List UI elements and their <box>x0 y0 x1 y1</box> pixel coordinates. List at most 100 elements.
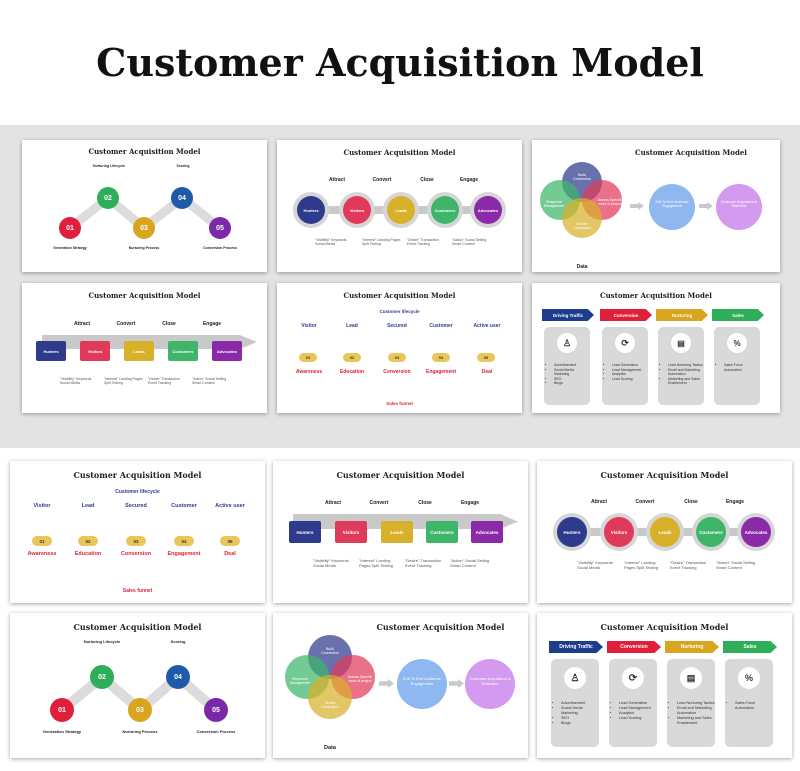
node-hunters[interactable]: Hunters <box>557 517 587 547</box>
lifecycle-circle-04[interactable]: 04 <box>171 187 193 209</box>
funnel-top: Active user <box>215 503 245 509</box>
funnel-bottom: Deal <box>481 369 493 375</box>
next-circle-engagement[interactable] <box>397 659 447 709</box>
node-leads[interactable]: Leads <box>387 196 415 224</box>
lifecycle-circle-04[interactable]: 04 <box>166 665 190 689</box>
slide-funnel-top[interactable]: Customer Acquisition Model Customer life… <box>277 283 522 413</box>
next-circle-engagement[interactable] <box>649 184 695 230</box>
slide-title: Customer Acquisition Model <box>600 291 712 300</box>
lifecycle-circle-02[interactable]: 02 <box>90 665 114 689</box>
chevron-nurturing[interactable]: Nurturing <box>665 641 719 653</box>
traffic-list: Sales Force Automation <box>716 363 760 372</box>
flow-note: "Desire" Transaction Event Tracking <box>407 238 439 247</box>
node-leads[interactable]: Leads <box>650 517 680 547</box>
step-number: 05 <box>216 224 224 232</box>
traffic-list: Lead Nurturing TacticsEmail and Marketin… <box>669 701 715 726</box>
next-circle-acquisition[interactable] <box>465 659 515 709</box>
slide-traffic-top[interactable]: Customer Acquisition Model Driving Traff… <box>532 283 780 413</box>
venn-label: Assess Specific need of project <box>347 675 373 683</box>
stage-label: Convert <box>116 321 136 327</box>
node-customers[interactable]: Customers <box>696 517 726 547</box>
arrow-icon <box>379 679 394 688</box>
funnel-num: 04 <box>174 536 194 546</box>
stage-label: Engage <box>725 499 745 505</box>
node-visitors[interactable]: Visitors <box>604 517 634 547</box>
flow-note: "Action" Social Selling Smart Content <box>450 558 490 568</box>
chevron-conversion[interactable]: Conversion <box>607 641 661 653</box>
flow-note: "Visibility" Keywords Social Media <box>313 558 349 568</box>
flow-note: "Action" Social Selling Smart Content <box>452 238 487 247</box>
num-label: 03 <box>133 538 139 544</box>
slide-circle-flow-bottom[interactable]: Customer Acquisition Model Attract Conve… <box>537 461 792 603</box>
funnel-top: Visitor <box>33 503 51 509</box>
chevron-sales[interactable]: Sales <box>723 641 777 653</box>
slide-circle-flow-top[interactable]: Customer Acquisition Model Attract Conve… <box>277 140 522 272</box>
stage-label: Engage <box>460 500 480 506</box>
funnel-num: 03 <box>388 353 406 362</box>
next-circle-acquisition[interactable] <box>716 184 762 230</box>
chevron-driving-traffic[interactable]: Driving Traffic <box>542 309 594 321</box>
node-label: Leads <box>395 207 407 213</box>
slide-lifecycle-top[interactable]: Customer Acquisition Model 01 02 03 04 0… <box>22 140 267 272</box>
venn-label: Build Connection <box>321 647 339 655</box>
lifecycle-label: Scoring <box>170 639 186 644</box>
node-label: Hunters <box>43 348 59 354</box>
traffic-list: AdvertisementSocial Media MarketingSEOBl… <box>553 701 599 726</box>
slide-funnel-bottom[interactable]: Customer Acquisition Model Customer life… <box>10 461 265 603</box>
venn-label: Response Management <box>289 677 311 685</box>
node-customers[interactable]: Customers <box>431 196 459 224</box>
node-visitors[interactable]: Visitors <box>343 196 371 224</box>
venn-label: Response Management <box>543 200 565 208</box>
lifecycle-circle-05[interactable]: 05 <box>204 698 228 722</box>
lifecycle-circle-01[interactable]: 01 <box>50 698 74 722</box>
box-customers[interactable]: Customers <box>426 521 458 543</box>
num-label: 02 <box>85 538 91 544</box>
num-label: 03 <box>394 355 400 360</box>
zigzag-connector <box>67 192 223 234</box>
box-visitors[interactable]: Visitors <box>335 521 367 543</box>
box-advocates[interactable]: Advocates <box>471 521 503 543</box>
flow-note: "Interest" Landing Pages Split Testing <box>359 558 393 568</box>
flow-note: "Action" Social Selling Smart Content <box>192 377 227 386</box>
node-label: Advocates <box>216 348 238 354</box>
funnel-top: Secured <box>387 323 407 329</box>
chevron-conversion[interactable]: Conversion <box>600 309 652 321</box>
funnel-heading: Customer lifecycle <box>379 309 420 314</box>
node-advocates[interactable]: Advocates <box>741 517 771 547</box>
lifecycle-circle-03[interactable]: 03 <box>133 217 155 239</box>
node-hunters[interactable]: Hunters <box>297 196 325 224</box>
stage-label: Engage <box>202 321 222 327</box>
funnel-num: 01 <box>299 353 317 362</box>
slide-box-flow-bottom[interactable]: Customer Acquisition Model Attract Conve… <box>273 461 528 603</box>
next-label: Exit To End Audience Engagement <box>403 676 441 686</box>
box-advocates[interactable]: Advocates <box>212 341 242 361</box>
lifecycle-circle-02[interactable]: 02 <box>97 187 119 209</box>
chevron-nurturing[interactable]: Nurturing <box>656 309 708 321</box>
lifecycle-circle-05[interactable]: 05 <box>209 217 231 239</box>
box-hunters[interactable]: Hunters <box>289 521 321 543</box>
chevron-sales[interactable]: Sales <box>712 309 764 321</box>
slide-venn-top[interactable]: Customer Acquisition Model Build Connect… <box>532 140 780 272</box>
lifecycle-label: Conversion Process <box>196 729 236 734</box>
chevron-driving-traffic[interactable]: Driving Traffic <box>549 641 603 653</box>
lifecycle-label: Nurturing Lifecycle <box>93 164 125 168</box>
node-advocates[interactable]: Advocates <box>474 196 502 224</box>
funnel-num: 01 <box>32 536 52 546</box>
slide-title: Customer Acquisition Model <box>600 470 729 480</box>
slide-box-flow-top[interactable]: Customer Acquisition Model Attract Conve… <box>22 283 267 413</box>
slide-traffic-bottom[interactable]: Customer Acquisition Model Driving Traff… <box>537 613 792 758</box>
list-item: Advertisement <box>561 701 599 706</box>
lifecycle-circle-01[interactable]: 01 <box>59 217 81 239</box>
lifecycle-circle-03[interactable]: 03 <box>128 698 152 722</box>
box-visitors[interactable]: Visitors <box>80 341 110 361</box>
node-label: Visitors <box>610 529 628 535</box>
zigzag-connector <box>58 670 220 717</box>
box-customers[interactable]: Customers <box>168 341 198 361</box>
list-item: Analytics <box>619 711 657 716</box>
slide-lifecycle-bottom[interactable]: Customer Acquisition Model 01 02 03 04 0… <box>10 613 265 758</box>
num-label: 01 <box>305 355 311 360</box>
box-hunters[interactable]: Hunters <box>36 341 66 361</box>
slide-venn-bottom[interactable]: Customer Acquisition Model Build Connect… <box>273 613 528 758</box>
box-leads[interactable]: Leads <box>124 341 154 361</box>
box-leads[interactable]: Leads <box>381 521 413 543</box>
